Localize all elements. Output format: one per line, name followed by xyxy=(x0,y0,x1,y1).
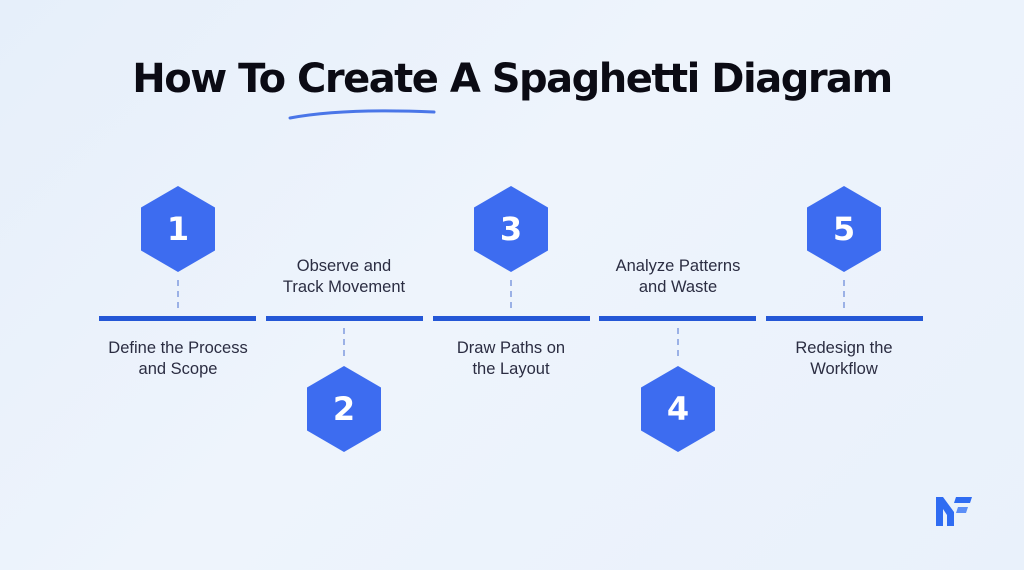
dashed-connector xyxy=(343,328,345,356)
step-number: 3 xyxy=(499,210,523,248)
step-line xyxy=(99,316,256,321)
step-number: 5 xyxy=(832,210,856,248)
hexagon-badge-1: 1 xyxy=(138,184,218,274)
dashed-connector xyxy=(843,280,845,308)
page-title: How To Create A Spaghetti Diagram xyxy=(132,56,893,102)
step-line xyxy=(599,316,756,321)
hexagon-badge-2: 2 xyxy=(304,364,384,454)
step-label: Draw Paths on the Layout xyxy=(456,339,566,378)
hexagon-badge-4: 4 xyxy=(638,364,718,454)
step-number: 1 xyxy=(166,210,190,248)
step-number: 4 xyxy=(666,390,690,428)
hexagon-badge-3: 3 xyxy=(471,184,551,274)
hexagon-badge-5: 5 xyxy=(804,184,884,274)
title-underline xyxy=(288,109,436,120)
step-number: 2 xyxy=(332,390,356,428)
step-label: Observe and Track Movement xyxy=(282,257,406,296)
dashed-connector xyxy=(677,328,679,356)
dashed-connector xyxy=(177,280,179,308)
step-label: Redesign the Workflow xyxy=(795,339,893,378)
step-label: Define the Process and Scope xyxy=(108,339,248,378)
nf-logo-icon xyxy=(936,497,972,526)
step-line xyxy=(433,316,590,321)
step-label: Analyze Patterns and Waste xyxy=(615,257,741,296)
step-line xyxy=(766,316,923,321)
dashed-connector xyxy=(510,280,512,308)
step-line xyxy=(266,316,423,321)
